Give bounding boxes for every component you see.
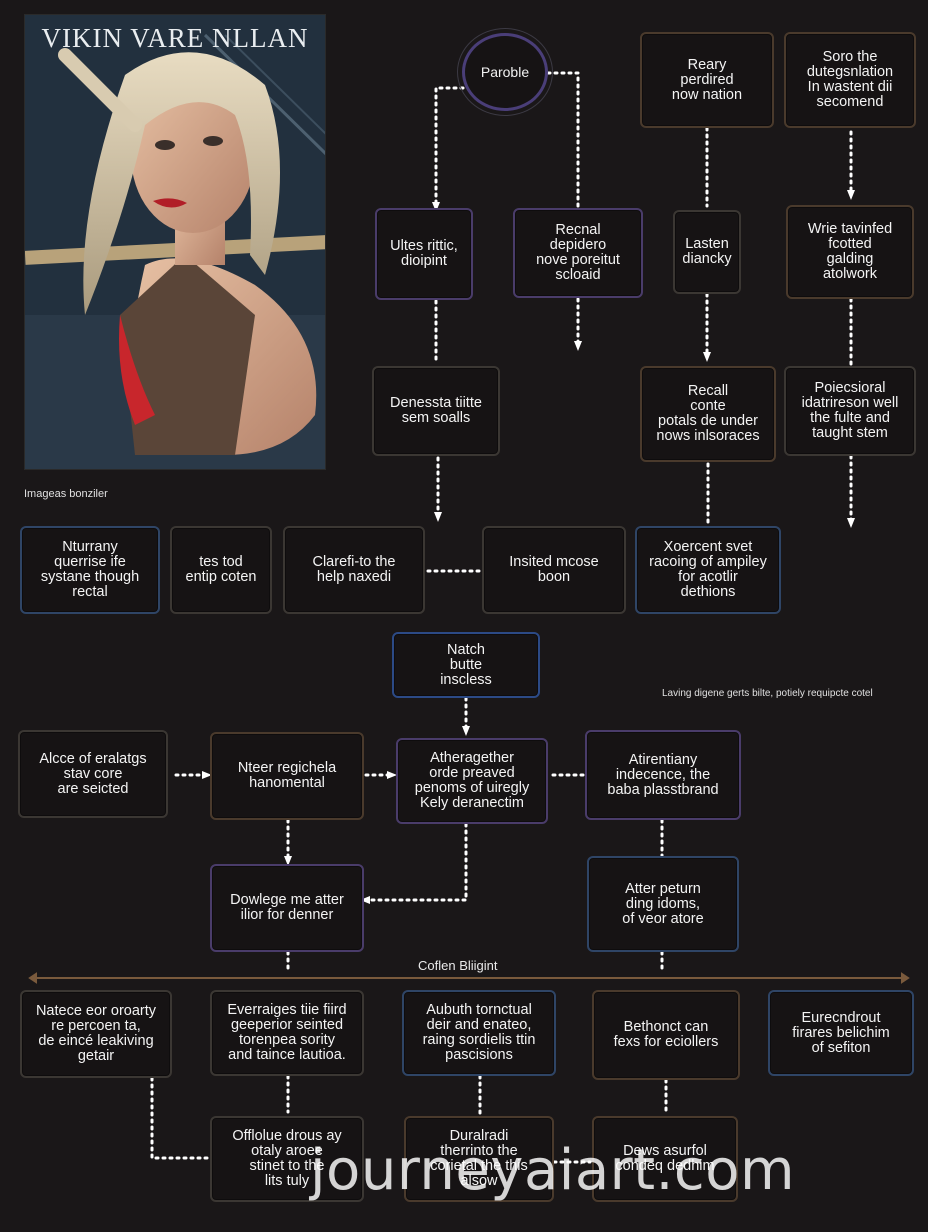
arrowhead	[703, 352, 711, 362]
node-label: Everraiges tiie fiird geeperior seinted …	[227, 1002, 347, 1063]
arrowhead	[202, 771, 212, 779]
flow-node[interactable]: Natece eor oroarty re percoen ta, de ein…	[20, 990, 172, 1078]
arrowhead	[574, 341, 582, 351]
node-label: Insited mcose boon	[509, 554, 599, 585]
flow-node[interactable]: Soro the dutegsnlation In wastent dii se…	[784, 32, 916, 128]
flow-node[interactable]: Aubuth tornctual deir and enateo, raing …	[402, 990, 556, 1076]
node-label: Clarefi-to the help naxedi	[312, 554, 396, 585]
node-label: Soro the dutegsnlation In wastent dii se…	[806, 49, 894, 110]
arrowhead	[462, 726, 470, 736]
flow-node[interactable]: Alcce of eralatgs stav core are seicted	[18, 730, 168, 818]
flow-node[interactable]: Offlolue drous ay otaly aroee stinet to …	[210, 1116, 364, 1202]
arrowhead	[847, 190, 855, 200]
node-label: Bethonct can fexs for eciollers	[613, 1019, 719, 1050]
flow-node[interactable]: Denessta tiitte sem soalls	[372, 366, 500, 456]
node-label: Natch butte inscless	[440, 641, 492, 688]
flow-node[interactable]: Bethonct can fexs for eciollers	[592, 990, 740, 1080]
flow-node[interactable]: Recnal depidero nove poreitut scloaid	[513, 208, 643, 298]
section-label: Coflen Bliigint	[418, 958, 498, 973]
flow-node[interactable]: Recall conte potals de under nows inlsor…	[640, 366, 776, 462]
start-node-label: Paroble	[480, 64, 530, 80]
connector	[546, 71, 580, 208]
divider-arrow	[901, 972, 910, 984]
node-label: Denessta tiitte sem soalls	[390, 395, 482, 426]
node-label: Nturrany querrise ife systane though rec…	[40, 539, 140, 600]
right-note: Laving digene gerts bilte, potiely requi…	[662, 688, 873, 699]
node-label: Nteer regichela hanomental	[237, 760, 337, 791]
flow-node[interactable]: Xoercent svet racoing of ampiley for aco…	[635, 526, 781, 614]
flow-node[interactable]: Wrie tavinfed fcotted galding atolwork	[786, 205, 914, 299]
flow-node[interactable]: Dowlege me atter ilior for denner	[210, 864, 364, 952]
flow-node[interactable]: Lasten diancky	[673, 210, 741, 294]
poster-title: VIKIN VARE NLLAN	[41, 23, 309, 53]
node-label: Lasten diancky	[682, 236, 732, 267]
flow-node[interactable]: Atheragether orde preaved penoms of uire…	[396, 738, 548, 824]
node-label: Atter peturn ding idoms, of veor atore	[622, 880, 704, 927]
node-label: Reary perdired now nation	[671, 56, 743, 103]
node-label: Dowlege me atter ilior for denner	[230, 892, 344, 923]
arrowhead	[432, 202, 440, 212]
node-label: Duralradi therrinto the corietal the thi…	[430, 1128, 528, 1189]
flow-node[interactable]: Insited mcose boon	[482, 526, 626, 614]
image-caption: Imageas bonziler	[24, 488, 108, 500]
node-label: Natece eor oroarty re percoen ta, de ein…	[35, 1003, 157, 1064]
start-node[interactable]: Paroble	[457, 28, 553, 116]
node-label: Wrie tavinfed fcotted galding atolwork	[807, 221, 893, 282]
node-label: tes tod entip coten	[185, 554, 257, 585]
node-label: Dews asurfol condeq dedhim	[615, 1143, 715, 1174]
node-label: Poiecsioral idatrireson well the fulte a…	[801, 380, 899, 441]
divider-arrow	[28, 972, 37, 984]
flow-node[interactable]: Poiecsioral idatrireson well the fulte a…	[784, 366, 916, 456]
flow-node[interactable]: Atter peturn ding idoms, of veor atore	[587, 856, 739, 952]
node-label: Aubuth tornctual deir and enateo, raing …	[422, 1002, 536, 1063]
arrowhead	[434, 512, 442, 522]
flow-node[interactable]: Atirentiany indecence, the baba plasstbr…	[585, 730, 741, 820]
node-label: Recnal depidero nove poreitut scloaid	[536, 222, 620, 283]
node-label: Ultes rittic, dioipint	[390, 238, 458, 269]
flow-node[interactable]: Nturrany querrise ife systane though rec…	[20, 526, 160, 614]
node-label: Eurecndrout firares belichim of sefiton	[792, 1009, 890, 1056]
node-label: Xoercent svet racoing of ampiley for aco…	[649, 539, 767, 600]
flow-node[interactable]: Everraiges tiie fiird geeperior seinted …	[210, 990, 364, 1076]
poster-image: VIKIN VARE NLLAN	[24, 14, 326, 470]
node-label: Alcce of eralatgs stav core are seicted	[39, 750, 147, 797]
watermark: journeyaiart.com	[310, 1138, 796, 1203]
node-label: Offlolue drous ay otaly aroee stinet to …	[232, 1128, 342, 1189]
flow-node[interactable]: tes tod entip coten	[170, 526, 272, 614]
node-label: Atheragether orde preaved penoms of uire…	[414, 750, 530, 811]
flow-node[interactable]: Ultes rittic, dioipint	[375, 208, 473, 300]
connector	[434, 86, 472, 208]
arrowhead	[284, 856, 292, 866]
connector	[364, 822, 468, 902]
flow-node[interactable]: Nteer regichela hanomental	[210, 732, 364, 820]
flow-node[interactable]: Natch butte inscless	[392, 632, 540, 698]
flow-node[interactable]: Dews asurfol condeq dedhim	[592, 1116, 738, 1202]
node-label: Recall conte potals de under nows inlsor…	[656, 383, 760, 444]
poster-illustration	[25, 15, 325, 469]
flow-node[interactable]: Clarefi-to the help naxedi	[283, 526, 425, 614]
flow-node[interactable]: Eurecndrout firares belichim of sefiton	[768, 990, 914, 1076]
node-label: Atirentiany indecence, the baba plasstbr…	[607, 751, 719, 798]
arrowhead	[387, 771, 397, 779]
connector	[150, 1076, 210, 1160]
flow-node[interactable]: Reary perdired now nation	[640, 32, 774, 128]
arrowhead	[847, 518, 855, 528]
flow-node[interactable]: Duralradi therrinto the corietal the thi…	[404, 1116, 554, 1202]
arrowhead	[360, 896, 370, 904]
